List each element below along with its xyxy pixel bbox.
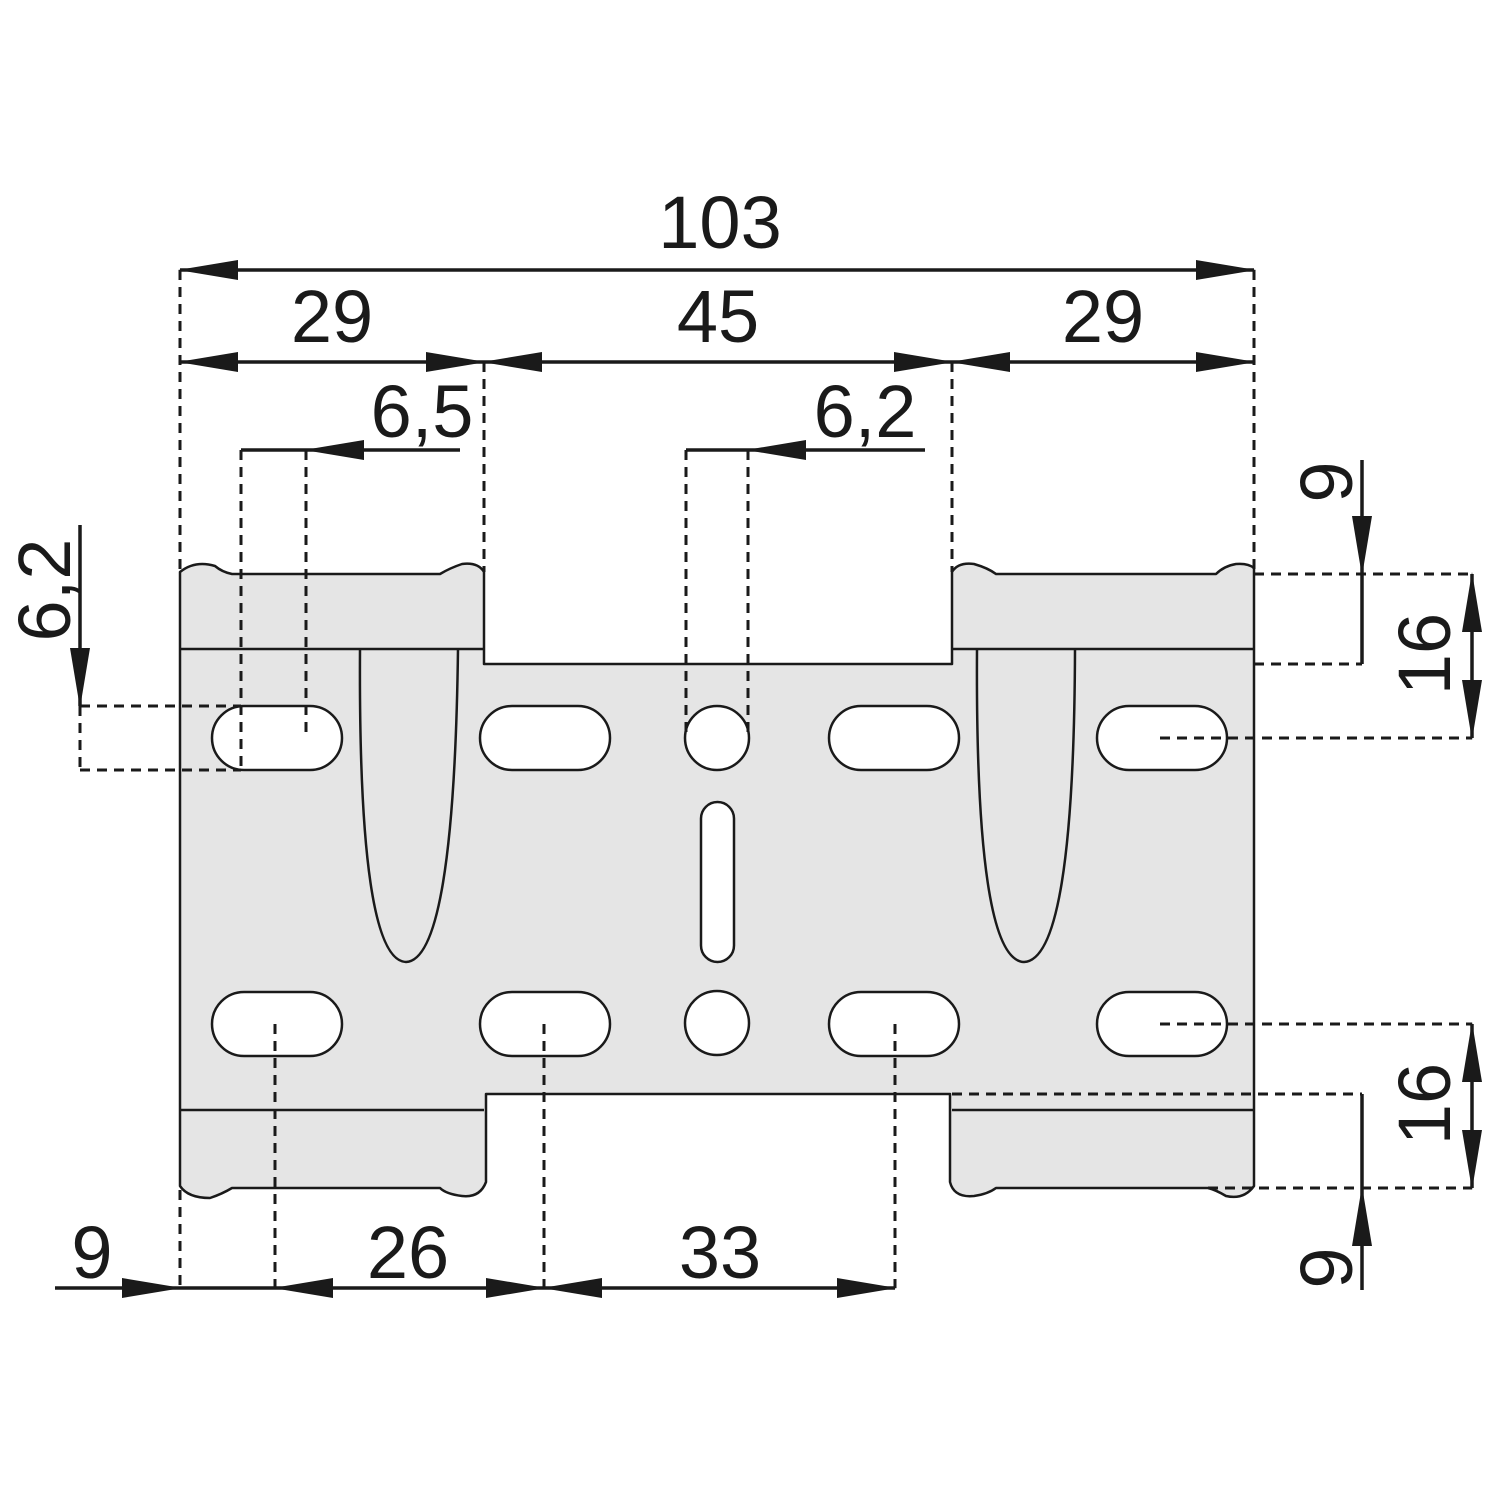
hole-bottom-center — [683, 989, 751, 1057]
slot-center-vertical — [699, 800, 736, 964]
label-16-bottom: 16 — [1383, 1063, 1466, 1145]
label-45: 45 — [677, 275, 759, 358]
label-29-left: 29 — [291, 275, 373, 358]
slot-top-3 — [827, 704, 961, 772]
hole-top-center — [683, 704, 751, 772]
plate — [178, 562, 1256, 1200]
label-9-top: 9 — [1285, 461, 1368, 502]
slot-bottom-1 — [210, 990, 344, 1058]
dimension-labels: 103 29 45 29 6,5 6,2 6,2 9 16 16 9 9 26 … — [3, 181, 1466, 1294]
slot-top-2 — [478, 704, 612, 772]
label-6-5: 6,5 — [371, 370, 474, 453]
right-rib — [975, 648, 1077, 964]
dimension-lines — [55, 260, 1482, 1298]
label-16-top: 16 — [1383, 613, 1466, 695]
extension-lines — [78, 270, 1474, 1288]
left-rib — [358, 648, 460, 964]
label-9-bottom-left: 9 — [71, 1211, 112, 1294]
slot-top-1 — [210, 704, 344, 772]
label-33: 33 — [679, 1211, 761, 1294]
label-6-2-vertical: 6,2 — [3, 539, 86, 642]
label-103: 103 — [658, 181, 781, 264]
label-29-right: 29 — [1062, 275, 1144, 358]
label-6-2-hole: 6,2 — [814, 370, 917, 453]
label-9-bottom-right: 9 — [1285, 1247, 1368, 1288]
label-26: 26 — [367, 1211, 449, 1294]
